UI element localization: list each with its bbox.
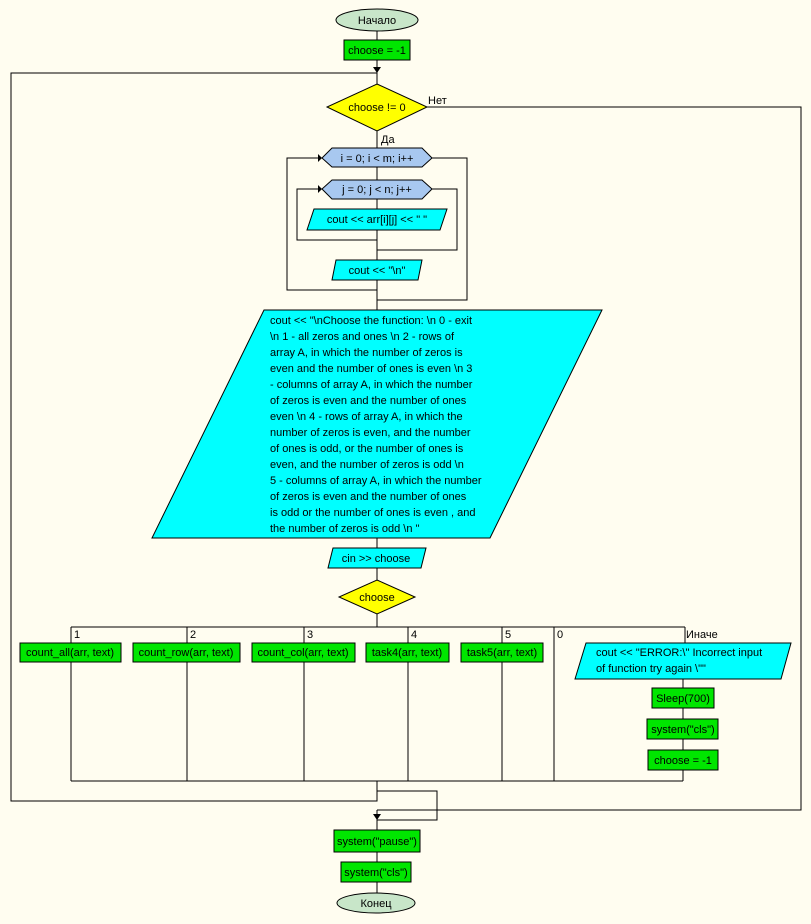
error-line: cout << "ERROR:\" Incorrect input	[596, 647, 762, 659]
end-label: Конец	[360, 898, 392, 910]
menu-line: \n 1 - all zeros and ones \n 2 - rows of	[270, 331, 455, 343]
while-condition: choose != 0	[348, 102, 405, 114]
init-label: choose = -1	[348, 45, 406, 57]
error-output-io[interactable]	[574, 642, 792, 680]
case-label: 1	[74, 629, 80, 641]
menu-text: cout << "\nChoose the function: \n 0 - e…	[270, 315, 482, 535]
reset-process[interactable]	[647, 749, 719, 771]
menu-line: even and the number of ones is even \n 3	[270, 363, 472, 375]
menu-line: - columns of array A, in which the numbe…	[270, 379, 473, 391]
end-terminal[interactable]	[336, 892, 416, 914]
while-no-label: Нет	[428, 95, 447, 107]
reset-label: choose = -1	[654, 755, 712, 767]
for-j-loop[interactable]	[321, 179, 433, 200]
menu-line: the number of zeros is odd \n "	[270, 523, 420, 535]
while-decision[interactable]	[325, 83, 429, 132]
connector-lines	[10, 30, 802, 893]
switch-decision[interactable]	[337, 579, 417, 615]
case-label: 5	[505, 629, 511, 641]
case-2-action: count_row(arr, text)	[139, 647, 234, 659]
print-element-io[interactable]	[306, 208, 448, 231]
case-4-process[interactable]	[365, 642, 450, 663]
pause-process[interactable]	[333, 829, 421, 853]
error-line: of function try again \""	[596, 663, 706, 675]
arrow-inner-for-return	[318, 185, 322, 193]
menu-line: array A, in which the number of zeros is	[270, 347, 463, 359]
menu-line: even, and the number of zeros is odd \n	[270, 459, 464, 471]
cls-final-label: system("cls")	[344, 867, 407, 879]
cls-process[interactable]	[646, 718, 719, 740]
sleep-label: Sleep(700)	[656, 693, 710, 705]
menu-line: number of zeros is even, and the number	[270, 427, 471, 439]
pause-label: system("pause")	[337, 836, 417, 848]
start-label: Начало	[358, 15, 396, 27]
init-process[interactable]	[343, 39, 411, 61]
case-label: 3	[307, 629, 313, 641]
case-1-action: count_all(arr, text)	[26, 647, 114, 659]
menu-line: cout << "\nChoose the function: \n 0 - e…	[270, 315, 472, 327]
sleep-process[interactable]	[651, 687, 715, 709]
cin-input-io[interactable]	[327, 547, 427, 569]
for-j-label: j = 0; j < n; j++	[341, 184, 412, 196]
switch-label: choose	[359, 592, 394, 604]
arrowheads	[318, 67, 381, 820]
menu-line: of zeros is even and the number of ones	[270, 491, 467, 503]
menu-line: 5 - columns of array A, in which the num…	[270, 475, 482, 487]
case-3-action: count_col(arr, text)	[257, 647, 348, 659]
case-label: 2	[190, 629, 196, 641]
menu-line: even \n 4 - rows of array A, in which th…	[270, 411, 463, 423]
print-element-label: cout << arr[i][j] << " "	[327, 214, 427, 226]
case-1-process[interactable]	[19, 642, 122, 663]
menu-line: of zeros is even and the number of ones	[270, 395, 467, 407]
case-3-process[interactable]	[251, 642, 356, 663]
print-newline-io[interactable]	[331, 259, 423, 281]
cls-final-process[interactable]	[340, 861, 412, 883]
for-i-loop[interactable]	[321, 147, 433, 168]
menu-output-io[interactable]	[151, 309, 603, 539]
default-label: Иначе	[686, 629, 718, 641]
menu-line: is odd or the number of ones is even , a…	[270, 507, 475, 519]
cls-label: system("cls")	[651, 724, 714, 736]
for-i-label: i = 0; i < m; i++	[341, 153, 414, 165]
arrow-outer-for-return	[318, 154, 322, 162]
while-yes-label: Да	[381, 134, 395, 146]
case-4-action: task4(arr, text)	[372, 647, 442, 659]
case-label: 4	[411, 629, 417, 641]
arrow-exit-merge	[373, 814, 381, 820]
case-5-action: task5(arr, text)	[467, 647, 537, 659]
menu-line: of ones is odd, or the number of ones is	[270, 443, 464, 455]
case-label: 0	[557, 629, 563, 641]
arrow-loop-return	[373, 67, 381, 73]
case-5-process[interactable]	[460, 642, 544, 663]
start-terminal[interactable]	[335, 8, 419, 32]
case-2-process[interactable]	[132, 642, 241, 663]
print-newline-label: cout << "\n"	[349, 265, 406, 277]
cin-label: cin >> choose	[342, 553, 411, 565]
